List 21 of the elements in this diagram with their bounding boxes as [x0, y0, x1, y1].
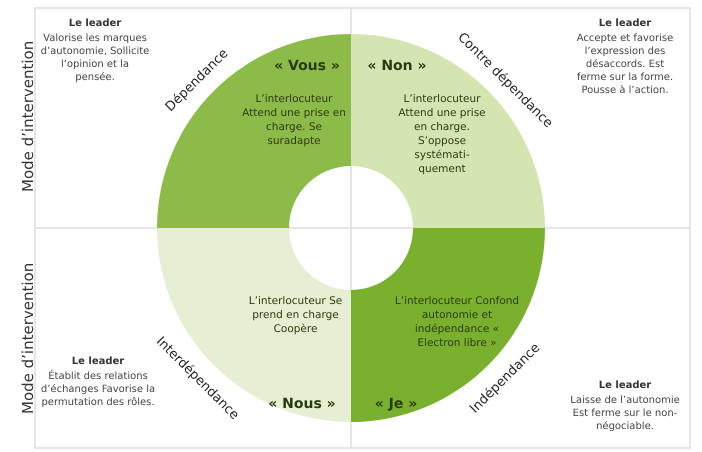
- quadrant-description: L’interlocuteur Se prend en charge Coopère: [248, 294, 344, 336]
- quadrant-description: L’interlocuteur Attend une prise en charge. Se suradapte: [241, 92, 347, 148]
- leader-heading: Le leader: [598, 18, 652, 29]
- quote-label: « Vous »: [273, 58, 341, 74]
- ring-quadrant: [157, 228, 351, 422]
- ring-quadrant: [157, 34, 351, 228]
- axis-label: Mode d’intervention: [19, 264, 37, 414]
- axis-label: Mode d’intervention: [19, 42, 37, 192]
- leader-heading: Le leader: [598, 380, 652, 391]
- leader-heading: Le leader: [70, 356, 126, 367]
- leader-description: Accepte et favorise l’expression des désaccords. Est ferme sur la forme. Pousse à l’action.: [576, 32, 674, 97]
- quadrant-description: L’interlocuteur Confond autonomie et indépendance « Electron libre »: [394, 294, 520, 349]
- ring-quadrant: [351, 228, 545, 422]
- leader-description: Valorise les marques d’autonomie, Sollicite l’opinion et la pensée.: [40, 32, 150, 84]
- quote-label: « Je »: [374, 396, 418, 412]
- quadrant-description: L’interlocuteur Attend une prise en charge. S’oppose systémati- quement: [397, 92, 487, 176]
- leader-description: Laisse de l’autonomie Est ferme sur le non-négociable.: [569, 394, 681, 433]
- quote-label: « Non »: [366, 58, 428, 74]
- quote-label: « Nous »: [267, 396, 337, 412]
- leader-description: Établit des relations d’échanges Favorise la permutation des rôles.: [40, 370, 156, 409]
- leader-heading: Le leader: [68, 18, 122, 29]
